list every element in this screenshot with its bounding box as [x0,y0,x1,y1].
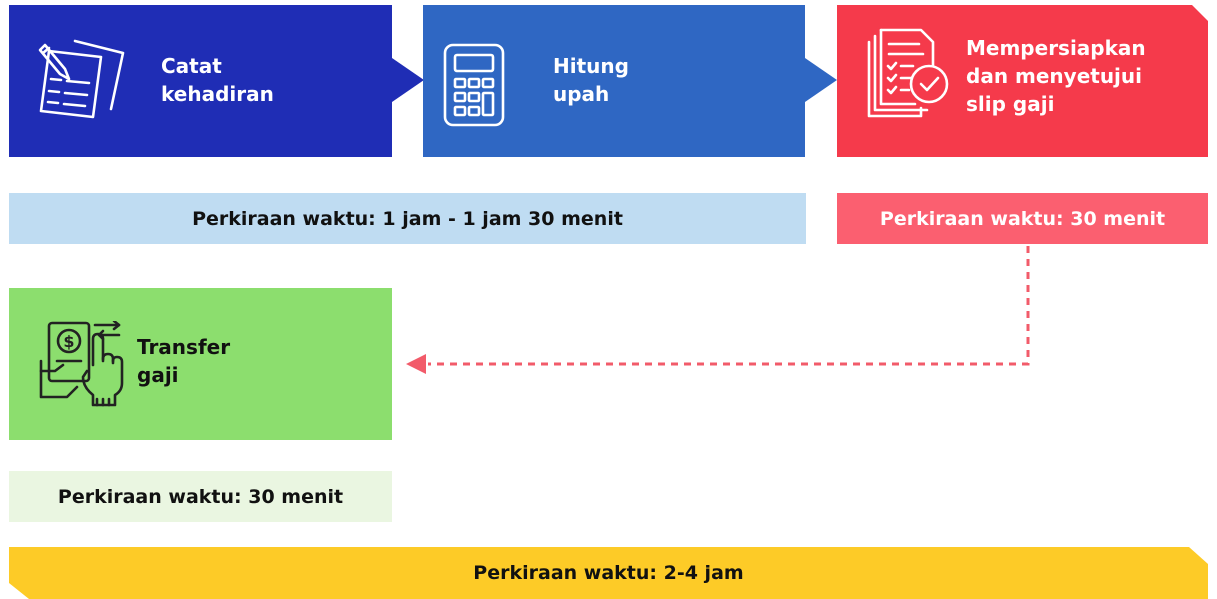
step-transfer-gaji: $ Transfer gaji [9,288,392,440]
step1-label-line2: kehadiran [161,82,274,106]
step-hitung-upah: Hitung upah [423,5,805,157]
total-time-label: Perkiraan waktu: 2-4 jam [473,562,744,584]
step3-label-line3: slip gaji [966,92,1055,116]
step3-label-line2: dan menyetujui [966,64,1143,88]
notepad-pencil-icon [35,39,131,121]
step-mempersiapkan-slip-gaji [837,5,1208,157]
svg-text:$: $ [63,332,74,351]
money-transfer-icon: $ [37,321,127,407]
checklist-document-icon [863,28,951,118]
time-estimate-step-3: Perkiraan waktu: 30 menit [837,193,1208,244]
step1-arrow-tip [392,58,424,102]
step2-label-line1: Hitung [553,54,629,78]
step2-arrow-tip [805,58,837,102]
step4-label-line2: gaji [137,363,179,387]
dashed-connector-arrow [400,244,1040,384]
step3-label-line1: Mempersiapkan [966,36,1146,60]
step2-label-line2: upah [553,82,610,106]
step-catat-kehadiran: Catat kehadiran [9,5,392,157]
time-estimate-step-4: Perkiraan waktu: 30 menit [9,471,392,522]
step4-label-line1: Transfer [137,335,231,359]
step1-label-line1: Catat [161,54,222,78]
total-time-banner [9,547,1208,599]
time-estimate-steps-1-2: Perkiraan waktu: 1 jam - 1 jam 30 menit [9,193,806,244]
calculator-icon [443,43,507,127]
